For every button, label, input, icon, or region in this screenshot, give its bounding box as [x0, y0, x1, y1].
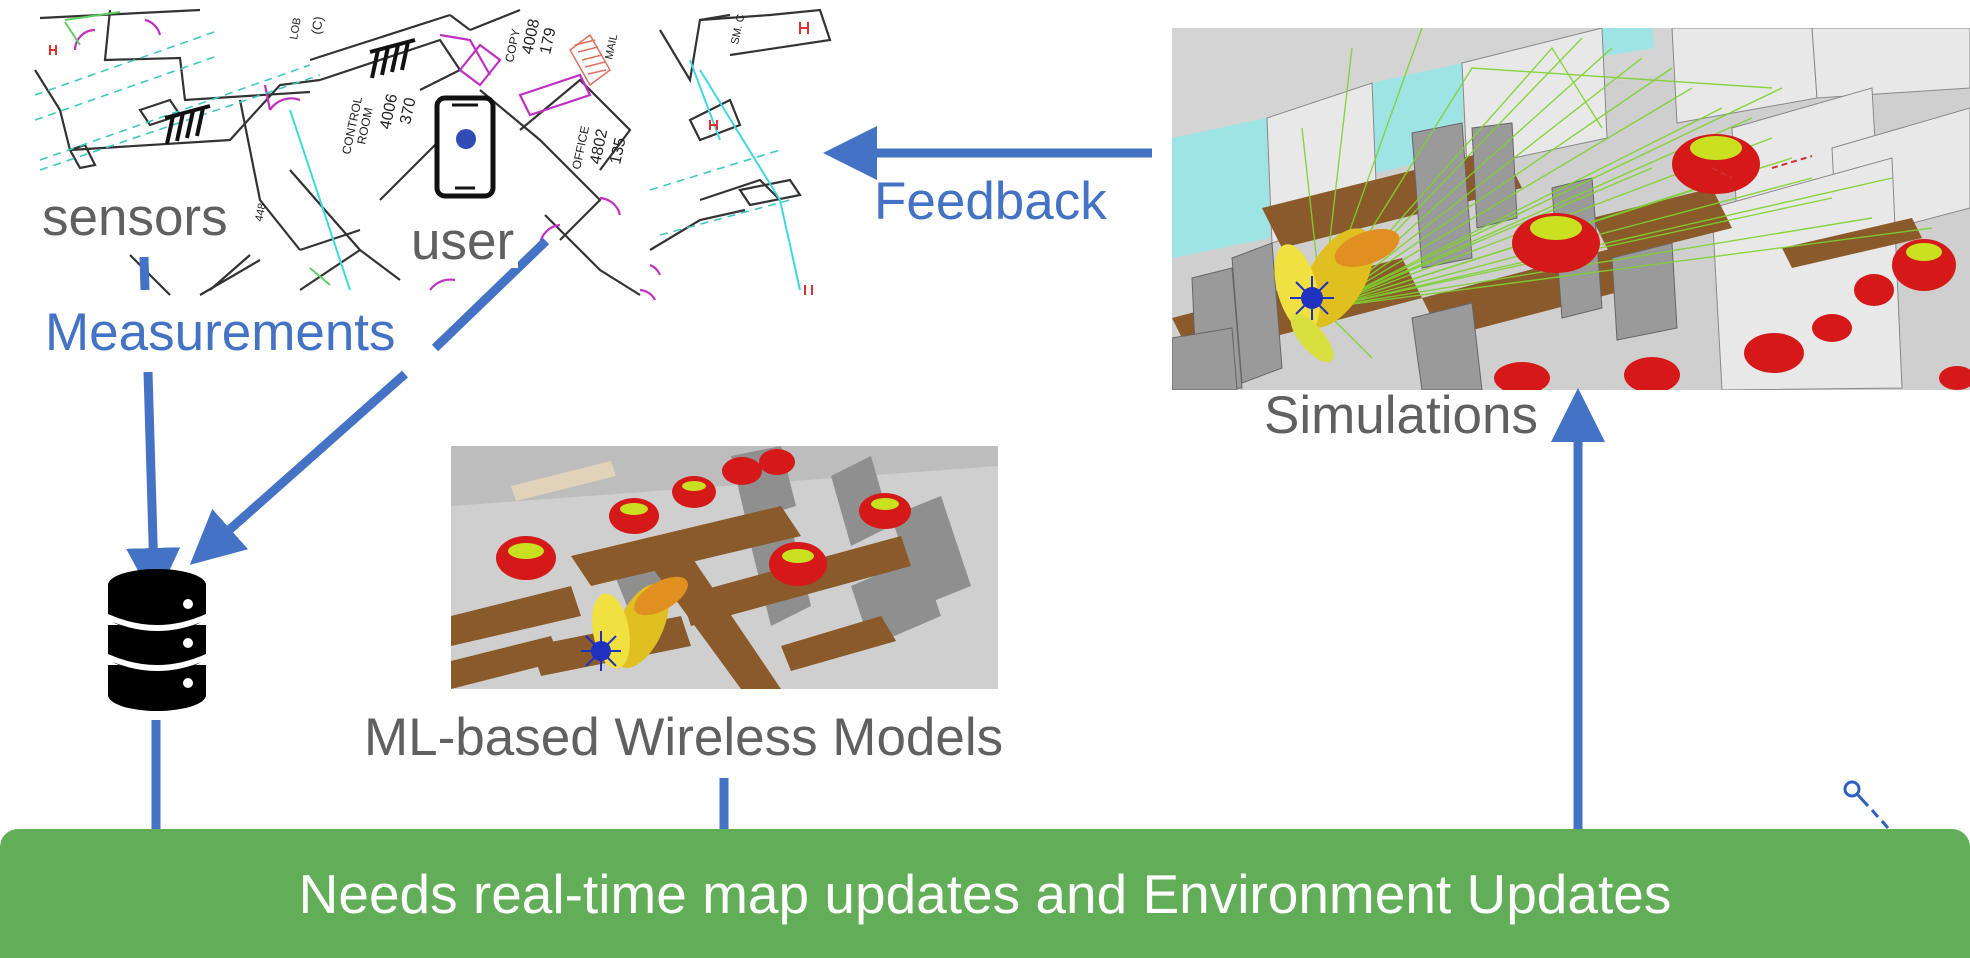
arrow-measurements-to-db: [126, 371, 181, 602]
svg-text:SM. C: SM. C: [729, 13, 747, 45]
svg-text:ROOM: ROOM: [354, 106, 375, 145]
svg-text:4006: 4006: [377, 92, 401, 130]
sensor-icon: [164, 38, 416, 145]
ml-models-label: ML-based Wireless Models: [364, 708, 1004, 767]
requirements-banner: Needs real-time map updates and Environm…: [0, 829, 1970, 958]
svg-text:LOB: LOB: [288, 17, 304, 41]
svg-text:179: 179: [537, 26, 559, 56]
sensors-label: sensors: [42, 188, 228, 247]
arrow-sensors-top: [139, 256, 150, 291]
svg-text:370: 370: [397, 96, 419, 126]
svg-text:(C): (C): [308, 15, 326, 35]
svg-text:135: 135: [607, 136, 629, 166]
feedback-label: Feedback: [874, 172, 1107, 231]
ml-model-image: [451, 446, 998, 689]
banner-text: Needs real-time map updates and Environm…: [298, 862, 1672, 925]
svg-text:448: 448: [253, 202, 269, 222]
svg-text:CONTROL: CONTROL: [339, 95, 365, 156]
svg-text:OFFICE: OFFICE: [569, 125, 592, 171]
svg-text:MAIL: MAIL: [603, 33, 620, 61]
user-label: user: [407, 215, 519, 268]
svg-text:4008: 4008: [519, 17, 543, 55]
measurements-label: Measurements: [45, 303, 396, 362]
simulation-image: [1172, 28, 1970, 390]
arrow-user-to-db: [189, 370, 408, 565]
simulations-label: Simulations: [1264, 386, 1538, 445]
svg-text:COPY: COPY: [502, 27, 523, 63]
svg-text:4802: 4802: [587, 127, 611, 165]
